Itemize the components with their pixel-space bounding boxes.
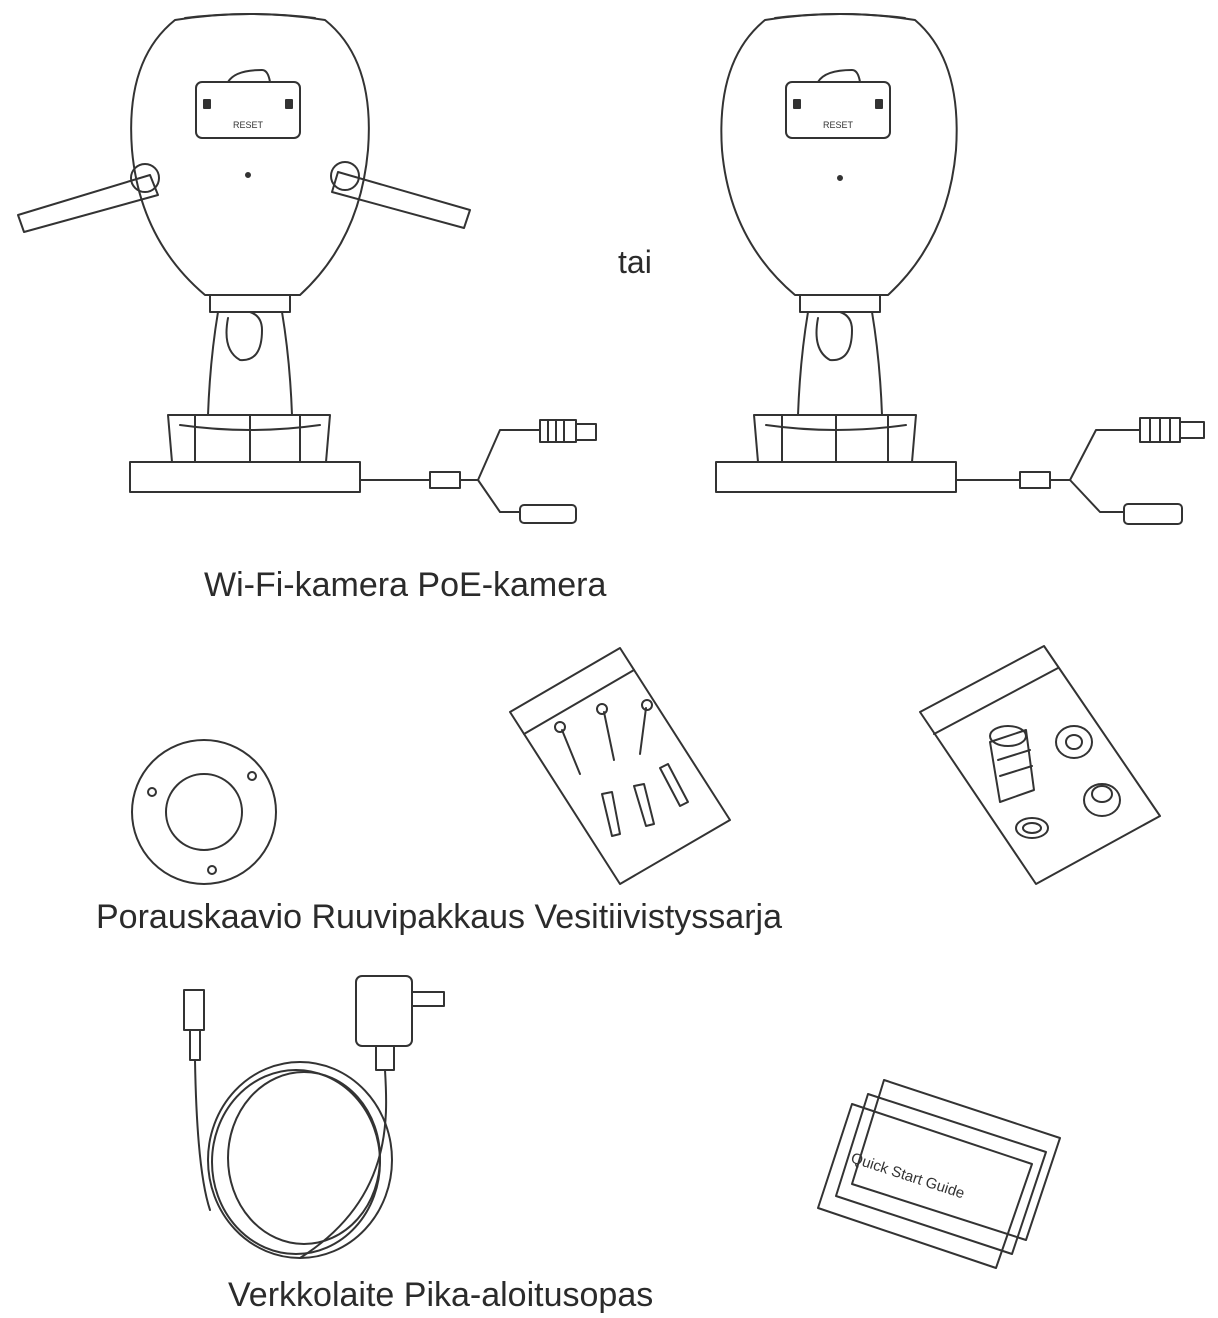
reset-label-poe: RESET bbox=[823, 120, 854, 130]
reset-label: RESET bbox=[233, 120, 264, 130]
guide-cover-text: Quick Start Guide bbox=[849, 1150, 967, 1203]
power-guide-caption: Verkkolaite Pika-aloitusopas bbox=[228, 1276, 654, 1314]
poe-camera-illustration: RESET bbox=[715, 13, 1205, 525]
accessories-caption: Porauskaavio Ruuvipakkaus Vesitiivistyss… bbox=[96, 898, 782, 936]
power-adapter-illustration bbox=[183, 975, 445, 1259]
camera-caption: Wi-Fi-kamera PoE-kamera bbox=[204, 566, 607, 604]
screw-kit-illustration bbox=[509, 647, 731, 885]
quick-start-guide-illustration: Quick Start Guide bbox=[817, 1079, 1061, 1269]
waterproof-kit-illustration bbox=[919, 645, 1161, 885]
drill-template-illustration bbox=[131, 739, 277, 885]
wifi-camera-illustration: RESET bbox=[17, 13, 597, 524]
or-separator-text: tai bbox=[618, 244, 652, 280]
